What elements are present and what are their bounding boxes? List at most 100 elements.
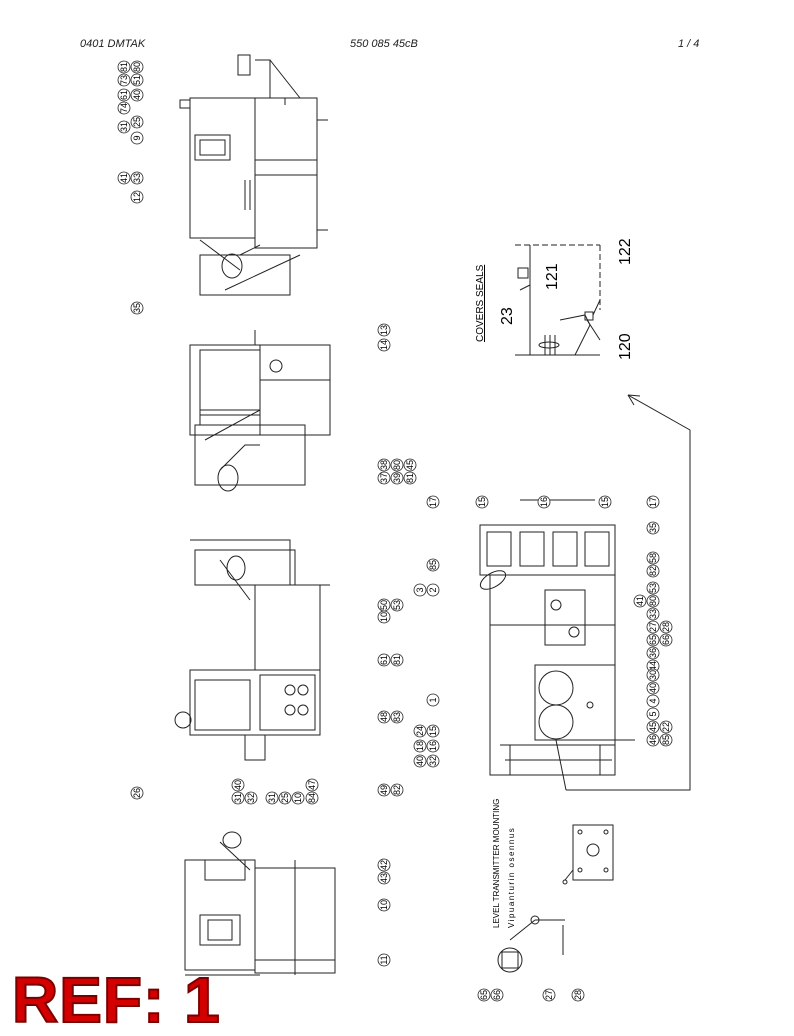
callout-bubble: 82 — [390, 783, 404, 797]
callout-number: 27 — [544, 990, 554, 1000]
callout-number: 43 — [379, 873, 389, 883]
callout-number: 33 — [648, 609, 658, 619]
callout-number: 53 — [648, 583, 658, 593]
callout-bubble: 65 — [477, 988, 491, 1002]
callout-bubble: 73 — [117, 73, 131, 87]
callout-bubble: 25 — [278, 791, 292, 805]
callout-bubble: 25 — [130, 115, 144, 129]
callout-bubble: 30 — [646, 668, 660, 682]
callout-number: 50 — [379, 600, 389, 610]
callout-number: 10 — [379, 900, 389, 910]
header-drawing-code: 0401 DMTAK — [80, 38, 146, 50]
callout-number: 9 — [132, 135, 142, 140]
callout-number: 65 — [479, 990, 489, 1000]
callout-number: 45 — [648, 722, 658, 732]
callout-number: 40 — [648, 683, 658, 693]
reference-stamp: REF: 1 — [11, 964, 221, 1036]
callout-bubble: 40 — [130, 88, 144, 102]
callout-number: 16 — [428, 741, 438, 751]
callout-bubble: 41 — [633, 594, 647, 608]
callout-number: 22 — [661, 722, 671, 732]
callout-bubble: 81 — [390, 653, 404, 667]
callout-bubble: 33 — [130, 171, 144, 185]
seal-detail-number: 120 — [617, 333, 634, 360]
callout-bubble: 41 — [117, 171, 131, 185]
callout-bubble: 36 — [646, 646, 660, 660]
callout-bubble: 17 — [426, 495, 440, 509]
callout-number: 65 — [648, 635, 658, 645]
seal-detail-number: 23 — [499, 307, 516, 325]
covers-seals-detail — [515, 244, 601, 356]
seal-detail-number: 121 — [544, 263, 561, 290]
callout-bubble: 32 — [244, 791, 258, 805]
callout-number: 18 — [415, 741, 425, 751]
callout-bubble: 61 — [117, 88, 131, 102]
callout-number: 17 — [648, 497, 658, 507]
detail-pointer-line — [555, 394, 691, 791]
callout-bubble: 50 — [377, 598, 391, 612]
callout-number: 40 — [132, 90, 142, 100]
callout-bubble: 15 — [598, 495, 612, 509]
callout-bubble: 10 — [377, 898, 391, 912]
callout-bubble: 65 — [646, 633, 660, 647]
callout-bubble: 45 — [646, 720, 660, 734]
callout-bubble: 38 — [377, 458, 391, 472]
level-transmitter-mounting — [497, 915, 565, 973]
callout-bubble: 53 — [646, 581, 660, 595]
callout-number: 36 — [648, 648, 658, 658]
callout-bubble: 80 — [390, 458, 404, 472]
callout-number: 31 — [119, 122, 129, 132]
callout-number: 4 — [648, 698, 658, 703]
callout-bubble: 33 — [646, 607, 660, 621]
callout-number: 61 — [119, 90, 129, 100]
callout-number: 33 — [132, 173, 142, 183]
callout-number: 84 — [307, 793, 317, 803]
callout-number: 85 — [661, 735, 671, 745]
callout-number: 61 — [379, 655, 389, 665]
callout-number: 66 — [661, 635, 671, 645]
callout-bubble: 80 — [130, 60, 144, 74]
callout-bubble: 82 — [646, 564, 660, 578]
callout-bubble: 14 — [377, 338, 391, 352]
callout-number: 39 — [392, 473, 402, 483]
callout-number: 25 — [132, 117, 142, 127]
callout-bubble: 2 — [426, 583, 440, 597]
callout-bubble: 85 — [659, 733, 673, 747]
callout-bubble: 22 — [659, 720, 673, 734]
callout-bubble: 80 — [646, 594, 660, 608]
header-part-number: 550 085 45cB — [350, 38, 418, 50]
callout-bubble: 28 — [571, 988, 585, 1002]
view-2-side-elevation — [189, 330, 331, 492]
callout-number: 53 — [392, 600, 402, 610]
callout-number: 10 — [293, 793, 303, 803]
callout-number: 30 — [648, 670, 658, 680]
callout-bubble: 46 — [646, 733, 660, 747]
callout-bubble: 16 — [426, 739, 440, 753]
callout-number: 74 — [119, 103, 129, 113]
callout-number: 37 — [379, 473, 389, 483]
view-3-side-elevation — [174, 539, 330, 761]
callout-number: 26 — [132, 788, 142, 798]
callout-bubble: 18 — [413, 739, 427, 753]
callout-bubble: 3 — [413, 583, 427, 597]
callout-bubble: 31 — [265, 791, 279, 805]
callout-bubble: 31 — [117, 120, 131, 134]
callout-number: 31 — [267, 793, 277, 803]
callout-bubble: 27 — [646, 620, 660, 634]
callout-bubble: 15 — [426, 724, 440, 738]
callout-number: 3 — [415, 587, 425, 592]
callout-bubble: 39 — [390, 471, 404, 485]
callout-bubble: 58 — [646, 551, 660, 565]
callout-bubble: 37 — [377, 471, 391, 485]
callout-number: 51 — [132, 75, 142, 85]
view-4-side-elevation — [184, 831, 336, 976]
callout-number: 38 — [379, 460, 389, 470]
callout-number: 46 — [648, 735, 658, 745]
callout-bubble: 51 — [130, 73, 144, 87]
callout-bubble: 32 — [426, 754, 440, 768]
callout-number: 16 — [539, 497, 549, 507]
callout-number: 44 — [648, 661, 658, 671]
header-page-number: 1 / 4 — [678, 38, 700, 50]
callout-bubble: 17 — [646, 495, 660, 509]
